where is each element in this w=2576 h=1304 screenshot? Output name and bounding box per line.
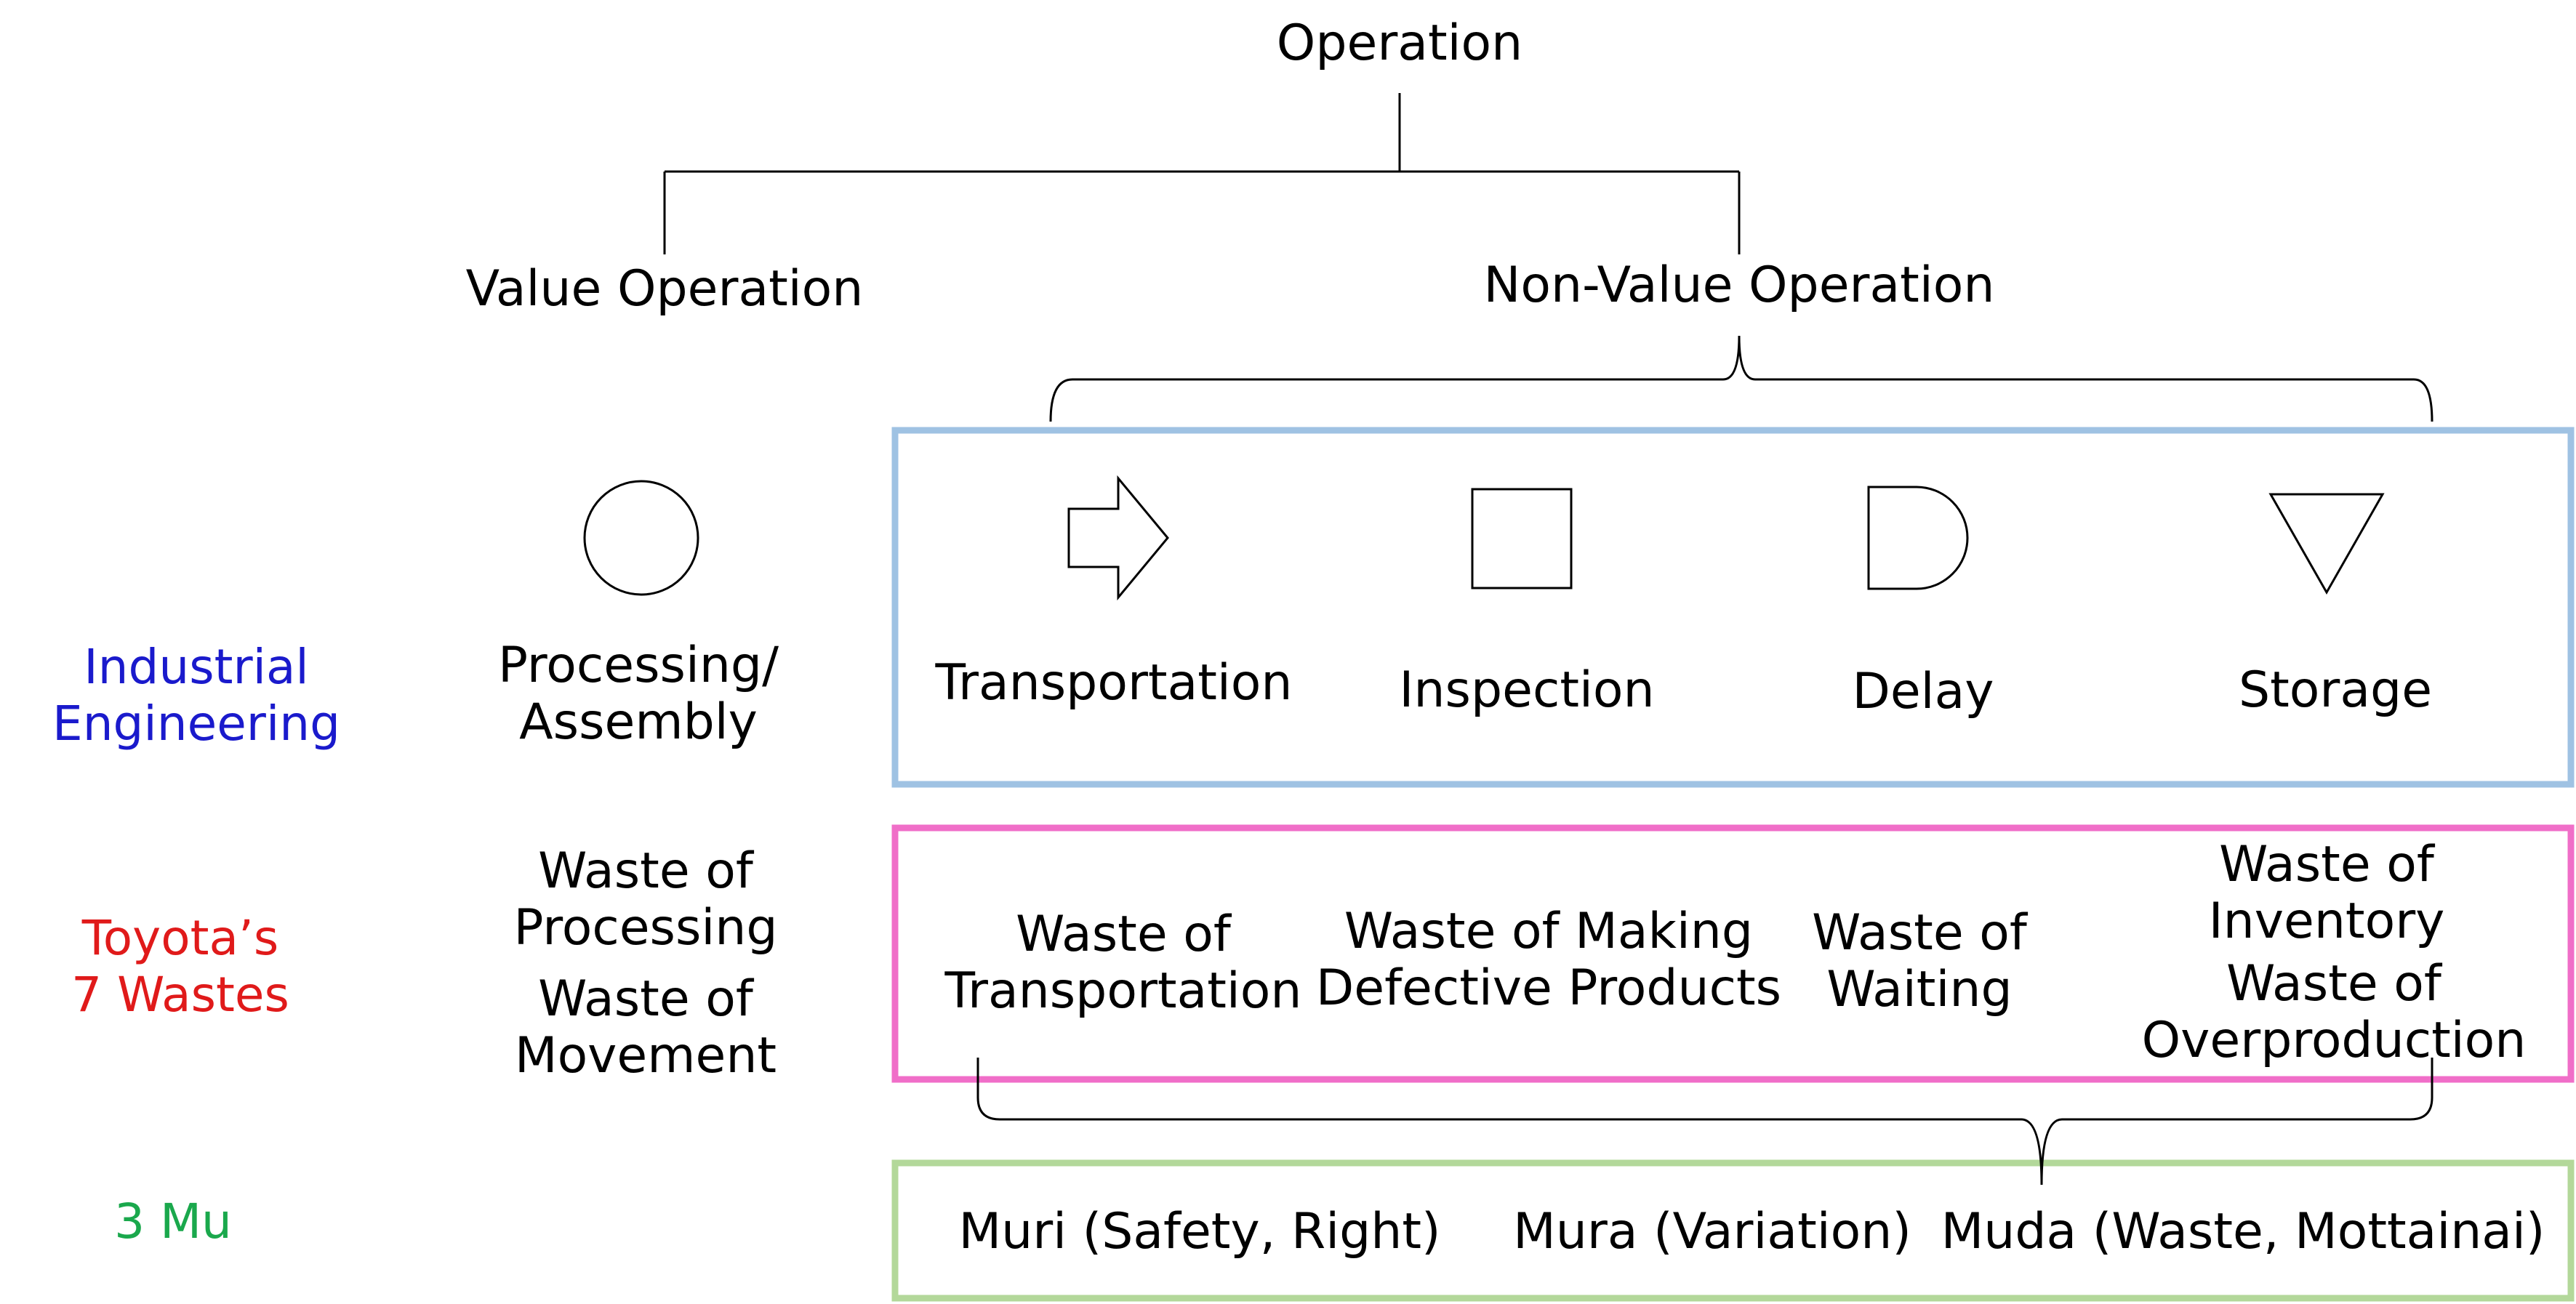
waste-waiting-label: Waste of Waiting [1812,904,2029,1018]
square-icon [1471,488,1573,589]
svg-text:Overproduction: Overproduction [2142,1012,2527,1069]
toyota-wastes-box [891,824,2575,1083]
svg-text:Waste of: Waste of [2226,955,2443,1013]
svg-text:Waste of: Waste of [1016,906,1232,963]
svg-text:Waiting: Waiting [1826,961,2012,1018]
waste-movement-label: Waste of Movement [515,970,777,1084]
svg-text:Inventory: Inventory [2209,893,2445,950]
row-label-three-mu: 3 Mu [114,1194,232,1249]
ie-transportation-label: Transportation [934,654,1292,712]
waste-processing-label: Waste of Processing [513,842,777,957]
ie-inspection-label: Inspection [1399,661,1654,719]
value-operation-label: Value Operation [466,260,864,318]
d-shape-icon [1867,486,1969,590]
row-label-industrial-engineering: Industrial Engineering [52,639,340,752]
row-label-toyota-wastes: Toyota’s 7 Wastes [71,910,289,1023]
svg-text:7 Wastes: 7 Wastes [71,967,289,1023]
tree-connectors [663,93,1741,254]
industrial-engineering-box [891,427,2575,788]
waste-inventory-label: Waste of Inventory [2209,836,2445,950]
svg-text:Assembly: Assembly [519,693,758,751]
three-mu-box [891,1159,2575,1302]
svg-text:Processing/: Processing/ [498,637,779,694]
svg-text:Movement: Movement [515,1027,777,1084]
circle-icon [583,480,699,596]
waste-overproduction-label: Waste of Overproduction [2142,955,2527,1069]
svg-text:Waste of Making: Waste of Making [1344,903,1753,960]
svg-text:Defective Products: Defective Products [1316,959,1781,1017]
svg-text:Waste of: Waste of [538,842,755,900]
ie-storage-label: Storage [2239,661,2432,719]
waste-defective-label: Waste of Making Defective Products [1316,903,1781,1017]
svg-text:Waste of: Waste of [1812,904,2029,962]
muda-label: Muda (Waste, Mottainai) [1941,1203,2545,1260]
muri-label: Muri (Safety, Right) [958,1203,1440,1260]
ie-delay-label: Delay [1852,663,1994,720]
non-value-operation-label: Non-Value Operation [1484,257,1995,314]
svg-text:Toyota’s: Toyota’s [81,910,279,966]
waste-transportation-label: Waste of Transportation [944,906,1301,1020]
svg-text:Industrial: Industrial [84,639,309,695]
arrow-icon [1067,475,1169,601]
non-value-brace [1049,335,2433,422]
ie-processing-label: Processing/ Assembly [498,637,779,751]
svg-text:Transportation: Transportation [944,962,1301,1020]
svg-text:Processing: Processing [513,899,777,957]
svg-text:Waste of: Waste of [538,970,755,1028]
svg-text:Engineering: Engineering [52,696,340,752]
root-label: Operation [1277,15,1522,72]
svg-text:Waste of: Waste of [2219,836,2436,893]
waste-to-muda-brace [976,1058,2433,1186]
triangle-icon [2268,493,2385,595]
mura-label: Mura (Variation) [1513,1203,1911,1260]
